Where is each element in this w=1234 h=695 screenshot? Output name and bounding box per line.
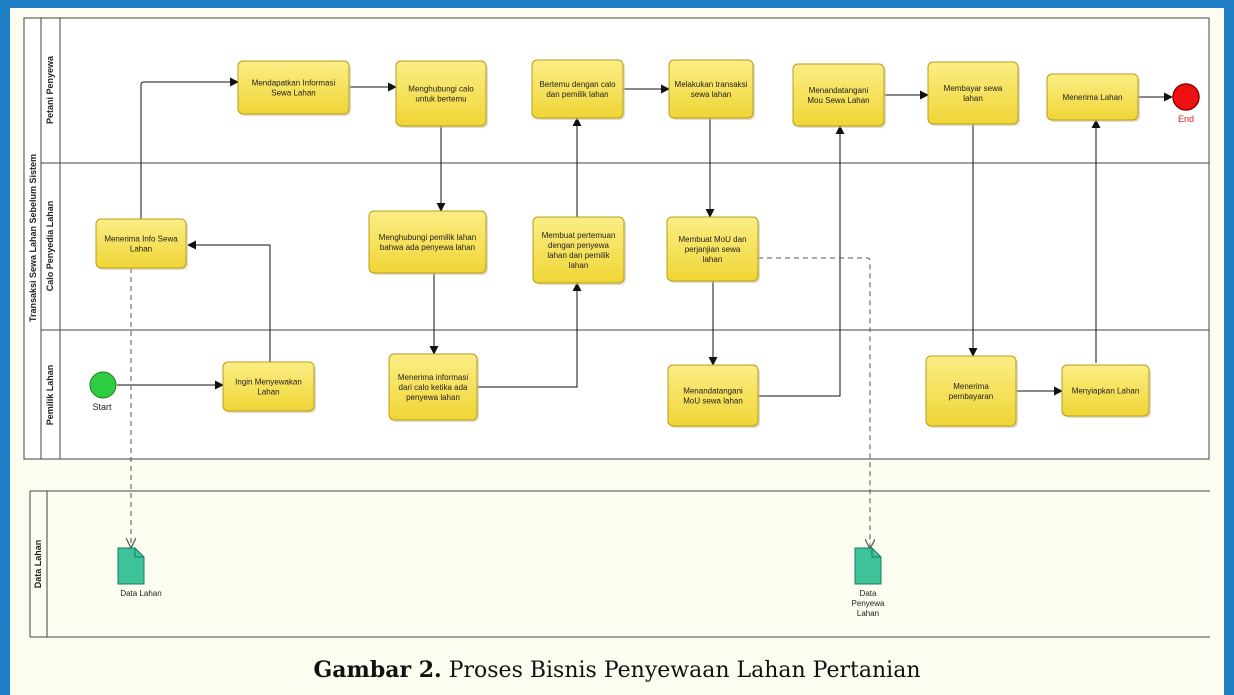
task-t5-label-line: Menandatangani — [809, 86, 869, 95]
task-c4-label-line: perjanjian sewa — [685, 245, 741, 254]
task-p4-label-line: Menerima — [953, 382, 989, 391]
assoc-c4-to-d2 — [758, 257, 870, 548]
task-c3-label-line: Membuat pertemuan — [542, 231, 616, 240]
data-object-d2-label: Data — [860, 589, 877, 598]
task-p1-label-line: Ingin Menyewakan — [235, 378, 302, 387]
task-t1-label-line: Sewa Lahan — [271, 89, 315, 98]
task-p5: Menyiapkan Lahan — [1061, 364, 1151, 418]
task-t7: Menerima Lahan — [1046, 73, 1140, 122]
end-event: End — [1172, 83, 1200, 124]
task-t2-label-line: untuk bertemu — [415, 95, 466, 104]
task-t2-label-line: Menghubungi calo — [408, 85, 474, 94]
task-t3-label-line: Bertemu dengan calo — [539, 80, 616, 89]
task-p5-label-line: Menyiapkan Lahan — [1072, 387, 1140, 396]
data-pool-title: Data Lahan — [33, 540, 43, 589]
task-p4-label-line: pembayaran — [949, 392, 993, 401]
task-p3-label-line: MoU sewa lahan — [683, 397, 743, 406]
flow-p2-to-c3 — [477, 282, 582, 388]
data-object-d2-label: Penyewa — [852, 599, 885, 608]
task-t4-label-line: Melakukan transaksi — [675, 80, 748, 89]
task-c4-label-line: lahan — [703, 255, 723, 264]
flow-c1-to-t1 — [140, 77, 239, 219]
start-event: Start — [89, 371, 117, 412]
bpmn-diagram: Transaksi Sewa Lahan Sebelum Sistem Peta… — [23, 17, 1210, 638]
data-pool: Data Lahan — [29, 490, 1210, 638]
figure-caption: Gambar 2. Proses Bisnis Penyewaan Lahan … — [0, 657, 1234, 683]
task-c2-label-line: Menghubungi pemilik lahan — [379, 233, 476, 242]
task-t7-label-line: Menerima Lahan — [1062, 93, 1122, 102]
task-c4-label-line: Membuat MoU dan — [678, 235, 746, 244]
task-p2-label-line: Menerima informasi — [398, 373, 468, 382]
end-label: End — [1178, 114, 1194, 124]
task-t1-label-line: Mendapatkan Informasi — [252, 79, 336, 88]
task-p1-label-line: Lahan — [257, 388, 279, 397]
task-c1-label-line: Lahan — [130, 245, 152, 254]
flow-p3-to-t5 — [758, 125, 845, 397]
sequence-flows — [117, 77, 1173, 397]
task-c1-label-line: Menerima Info Sewa — [104, 235, 178, 244]
task-p2-label-line: penyewa lahan — [406, 393, 460, 402]
task-t3-label-line: dan pemilik lahan — [546, 90, 608, 99]
pool-title: Transaksi Sewa Lahan Sebelum Sistem — [28, 154, 38, 322]
lane-label-petani: Petani Penyewa — [45, 55, 55, 124]
task-c3-label-line: dengan penyewa — [548, 241, 609, 250]
task-p2-label-line: dari calo ketika ada — [399, 383, 468, 392]
data-object-d1: Data Lahan — [117, 547, 162, 598]
data-object-d2-label: Lahan — [857, 609, 879, 618]
task-c3-label-line: lahan — [569, 261, 589, 270]
caption-text: Proses Bisnis Penyewaan Lahan Pertanian — [441, 658, 921, 683]
start-label: Start — [92, 402, 112, 412]
data-associations — [131, 257, 870, 548]
task-t6-label-line: lahan — [963, 94, 983, 103]
data-object-d1-label: Data Lahan — [120, 589, 161, 598]
caption-bold: Gambar 2. — [313, 657, 442, 683]
task-t5-label-line: Mou Sewa Lahan — [807, 96, 869, 105]
lane-label-calo: Calo Penyedia Lahan — [45, 201, 55, 292]
flow-p1-to-c1 — [187, 240, 271, 362]
lane-label-pemilik: Pemilik Lahan — [45, 365, 55, 426]
task-c3-label-line: lahan dan pemilik — [547, 251, 610, 260]
task-t4-label-line: sewa lahan — [691, 90, 731, 99]
task-t6-label-line: Membayar sewa — [944, 84, 1003, 93]
task-p3-label-line: Menandatangani — [683, 387, 743, 396]
task-c2-label-line: bahwa ada penyewa lahan — [380, 243, 475, 252]
